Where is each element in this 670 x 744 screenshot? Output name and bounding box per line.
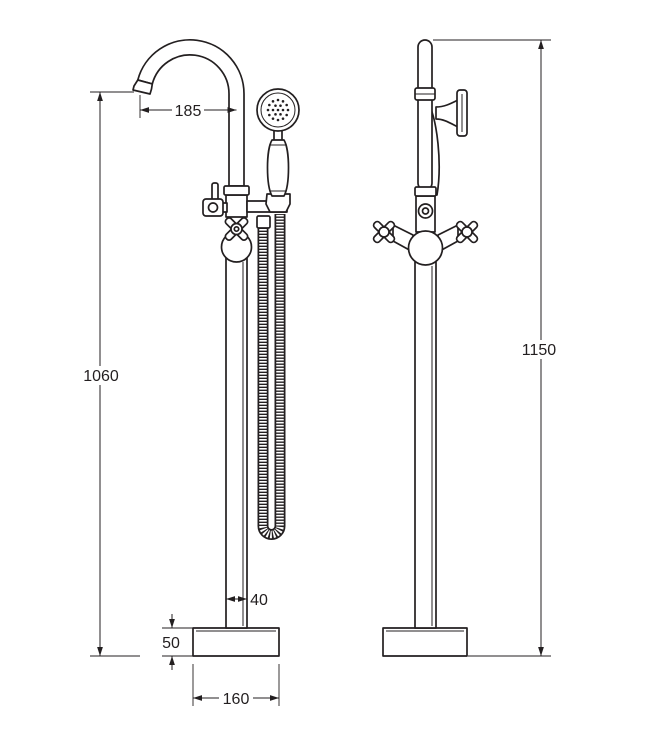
side-standpipe	[414, 261, 437, 629]
shower-nozzle-dot	[285, 103, 288, 107]
shower-nozzle-dot	[281, 108, 285, 112]
shower-nozzle-dot	[271, 108, 275, 112]
front-spout-nozzle	[132, 79, 154, 95]
side-left-cross-handle	[372, 220, 396, 244]
side-spout	[417, 39, 433, 191]
label-background	[79, 366, 122, 385]
shower-head-nozzles	[266, 98, 290, 122]
shower-nozzle-dot	[281, 117, 285, 120]
shower-nozzle-dot	[279, 104, 282, 107]
shower-head-rim	[260, 92, 296, 128]
shower-nozzle-dot	[268, 113, 271, 117]
label-background	[172, 101, 204, 119]
handle-index	[233, 225, 240, 233]
shower-nozzle-dot	[281, 100, 285, 103]
shower-nozzle-dot	[276, 118, 280, 122]
front-spout-collar	[223, 185, 250, 196]
dimension-pipe-diameter: 40	[226, 592, 268, 609]
shower-nozzle-dot	[274, 104, 277, 107]
label-background	[518, 340, 561, 359]
side-base	[382, 627, 468, 657]
shower-nozzle-dot	[274, 113, 277, 116]
dimensions: 185 1060 40 50 160	[79, 39, 561, 708]
front-diverter-lever	[211, 182, 219, 201]
dimension-label-overall-height: 1150	[522, 342, 557, 359]
shower-nozzle-dot	[266, 108, 270, 112]
side-valve-ball	[407, 230, 444, 266]
hose-coils	[259, 214, 284, 539]
dimension-outlet-height: 1060	[79, 91, 140, 657]
front-view	[132, 38, 300, 657]
shower-nozzle-dot	[286, 108, 290, 112]
shower-nozzle-dot	[276, 98, 280, 102]
dimension-label-pipe-diameter: 40	[250, 592, 268, 609]
label-background	[219, 689, 253, 707]
shower-nozzle-dot	[276, 108, 280, 112]
side-view	[372, 39, 479, 657]
front-shower-hose	[257, 214, 286, 540]
handle-hub	[378, 226, 390, 238]
front-valve-body	[225, 194, 248, 218]
shower-nozzle-dot	[271, 100, 275, 103]
dimension-label-base-height: 50	[162, 635, 180, 652]
dimension-base-height: 50	[162, 614, 193, 670]
shower-nozzle-dot	[279, 113, 282, 116]
dimension-overall-height: 1150	[433, 39, 561, 657]
dimension-label-outlet-height: 1060	[83, 368, 119, 385]
dimension-base-width: 160	[192, 664, 280, 708]
hand-shower-handle	[266, 139, 290, 197]
dimension-spout-reach: 185	[139, 95, 237, 120]
handle-hub	[461, 226, 473, 238]
front-hand-shower	[256, 88, 300, 197]
front-shower-cradle	[265, 193, 291, 213]
side-spout-collar	[414, 186, 437, 197]
front-hose-connector	[256, 215, 271, 229]
side-diverter-boss-cap	[421, 207, 430, 215]
shower-nozzle-dot	[271, 117, 275, 120]
dimension-label-spout-reach: 185	[175, 103, 202, 120]
side-cradle-arm	[435, 99, 459, 128]
front-standpipe	[225, 257, 248, 629]
shower-nozzle-dot	[268, 103, 271, 107]
side-right-cross-handle	[455, 220, 479, 244]
dimension-label-base-width: 160	[223, 691, 250, 708]
shower-nozzle-dot	[285, 113, 288, 117]
front-base	[192, 627, 280, 657]
front-cross-handle	[224, 217, 249, 241]
front-diverter-knob-cap	[207, 202, 219, 213]
